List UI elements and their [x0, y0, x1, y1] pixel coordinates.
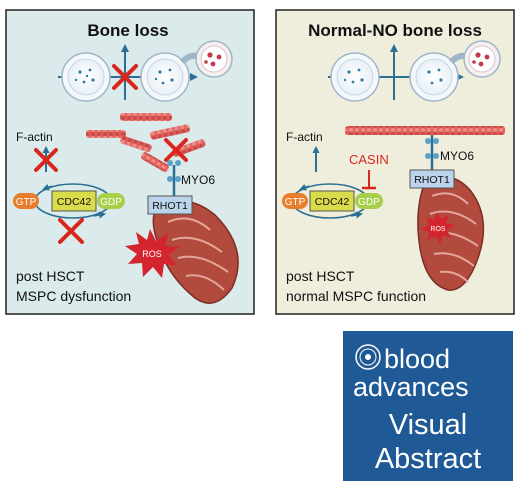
left-gtp-label: GTP — [16, 197, 37, 208]
right-rhot1-box — [409, 169, 455, 189]
right-gdp-label: GDP — [358, 197, 380, 208]
right-myo6-label: MYO6 — [440, 149, 474, 163]
right-cdc42-box — [309, 190, 355, 212]
left-cell-division-diagram — [58, 40, 233, 102]
left-cycle-arrow-bottom — [93, 211, 106, 219]
left-ros-label: ROS — [142, 249, 162, 259]
right-cycle-arrow-top — [299, 183, 310, 191]
right-ros-burst-small — [421, 212, 455, 244]
right-caption-line2: normal MSPC function — [286, 288, 426, 304]
right-casin-label: CASIN — [349, 152, 389, 167]
right-panel: Normal-NO bone loss — [275, 9, 515, 315]
left-factin-cross — [34, 148, 58, 172]
left-cdc42-box — [51, 190, 97, 212]
right-ros-label: ROS — [430, 226, 446, 233]
left-cell-icon — [61, 52, 111, 102]
right-mitochondrion — [417, 175, 485, 291]
right-rhot1-label: RHOT1 — [414, 174, 450, 186]
logo-line-advances: advances — [353, 372, 469, 402]
left-panel-title: Bone loss — [87, 21, 168, 40]
left-ros-burst — [125, 229, 180, 278]
right-cdc42-label: CDC42 — [315, 196, 350, 208]
right-cdc42-cycle: GTP CDC42 GDP — [282, 183, 383, 219]
right-myo6-motor — [425, 135, 439, 170]
right-cell-icon — [330, 52, 380, 102]
left-myo6-cross — [164, 138, 188, 162]
logo-line-blood: blood — [384, 344, 450, 374]
logo-line-abstract: Abstract — [375, 443, 481, 475]
left-cell-with-bleb-icon — [140, 40, 233, 102]
left-cdc42-label: CDC42 — [57, 196, 92, 208]
left-cycle-arrow-top — [42, 183, 53, 191]
left-division-blocked-cross — [112, 64, 138, 90]
right-caption-line1: post HSCT — [286, 268, 355, 284]
right-intact-actin-filament — [345, 126, 505, 135]
left-myo6-label: MYO6 — [181, 173, 215, 187]
society-seal-icon — [355, 344, 381, 370]
left-caption-line1: post HSCT — [16, 268, 85, 284]
left-panel: Bone loss — [5, 9, 255, 315]
blood-advances-visual-abstract-logo: blood advances Visual Abstract — [343, 331, 513, 481]
right-cycle-arrow-bottom — [350, 211, 363, 219]
right-gtp-pill — [282, 193, 308, 209]
logo-line-visual: Visual — [389, 409, 467, 441]
right-casin-inhibition-bar — [362, 170, 376, 190]
left-factin-label: F-actin — [16, 130, 53, 144]
left-gdp-pill — [97, 193, 125, 209]
left-myo6-motor — [167, 160, 181, 196]
right-cell-division-diagram — [328, 40, 501, 102]
left-rhot1-box — [147, 195, 193, 215]
right-panel-title: Normal-NO bone loss — [308, 21, 482, 40]
left-gdp-label: GDP — [100, 197, 122, 208]
left-caption-line2: MSPC dysfunction — [16, 288, 131, 304]
right-gtp-label: GTP — [285, 197, 306, 208]
right-factin-label: F-actin — [286, 130, 323, 144]
left-gtp-pill — [13, 193, 39, 209]
left-mitochondrion — [152, 200, 239, 304]
right-gdp-pill — [355, 193, 383, 209]
left-cdc42-cross — [58, 218, 84, 244]
left-rhot1-label: RHOT1 — [152, 200, 188, 212]
right-cell-with-bleb-icon — [409, 40, 501, 102]
left-cdc42-cycle: GTP CDC42 GDP — [13, 183, 125, 219]
logo-background — [343, 331, 513, 481]
